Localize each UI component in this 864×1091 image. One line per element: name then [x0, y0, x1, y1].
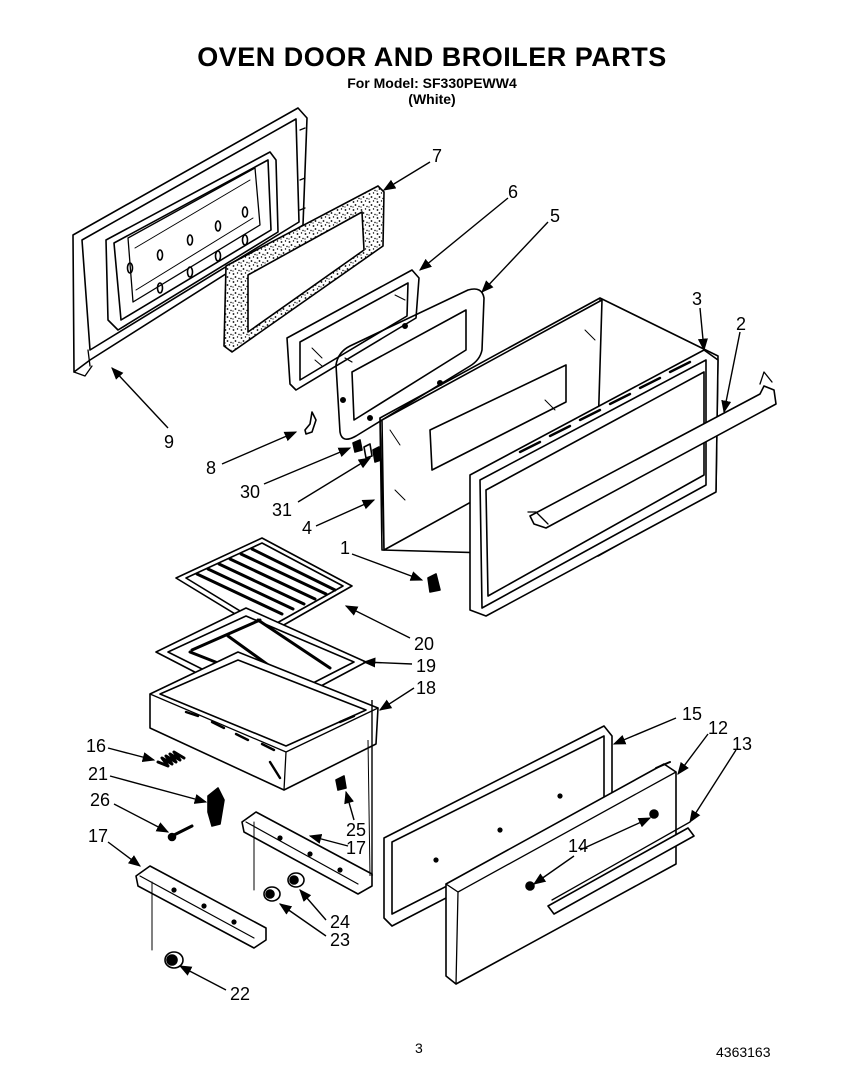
- drawer-trim: [547, 821, 695, 915]
- door-insulation: [223, 185, 385, 353]
- callout-4: 4: [302, 518, 312, 538]
- callout-5: 5: [550, 206, 560, 226]
- callout-12: 12: [708, 718, 728, 738]
- callout-17-lower: 17: [88, 826, 108, 846]
- callout-25: 25: [346, 820, 366, 840]
- callout-30: 30: [240, 482, 260, 502]
- small-hardware: [304, 411, 441, 593]
- callout-19: 19: [416, 656, 436, 676]
- model-color: (White): [408, 91, 456, 107]
- callout-7: 7: [432, 146, 442, 166]
- page-title: OVEN DOOR AND BROILER PARTS: [197, 42, 667, 72]
- glass-retainer: [335, 288, 485, 440]
- drawer-hardware: [156, 750, 347, 842]
- inner-glass-assembly: [286, 269, 420, 391]
- broiler-drawer: [149, 651, 379, 791]
- document-number: 4363163: [716, 1044, 771, 1060]
- callout-31: 31: [272, 500, 292, 520]
- callout-21: 21: [88, 764, 108, 784]
- model-number: For Model: SF330PEWW4: [347, 75, 517, 91]
- leader-lines: [107, 161, 741, 991]
- callout-9: 9: [164, 432, 174, 452]
- callout-24: 24: [330, 912, 350, 932]
- callout-6: 6: [508, 182, 518, 202]
- page-number: 3: [415, 1040, 423, 1056]
- drawer-rails: [135, 811, 373, 951]
- callout-20: 20: [414, 634, 434, 654]
- door-handle: [527, 371, 777, 529]
- callout-16: 16: [86, 736, 106, 756]
- callout-13: 13: [732, 734, 752, 754]
- callout-17-upper: 17: [346, 838, 366, 858]
- callout-14: 14: [568, 836, 588, 856]
- callout-labels: 7 6 5 3 2 9 8 30 31 4 1 20 19 18 15 12 1…: [86, 146, 752, 1004]
- callout-23: 23: [330, 930, 350, 950]
- callout-3: 3: [692, 289, 702, 309]
- callout-26: 26: [90, 790, 110, 810]
- callout-15: 15: [682, 704, 702, 724]
- drawer-screws: [525, 809, 659, 891]
- callout-18: 18: [416, 678, 436, 698]
- inner-door-liner: [72, 107, 308, 377]
- callout-8: 8: [206, 458, 216, 478]
- callout-1: 1: [340, 538, 350, 558]
- callout-22: 22: [230, 984, 250, 1004]
- drawer-front-panel: [445, 761, 677, 985]
- drawer-rollers: [164, 872, 305, 969]
- callout-2: 2: [736, 314, 746, 334]
